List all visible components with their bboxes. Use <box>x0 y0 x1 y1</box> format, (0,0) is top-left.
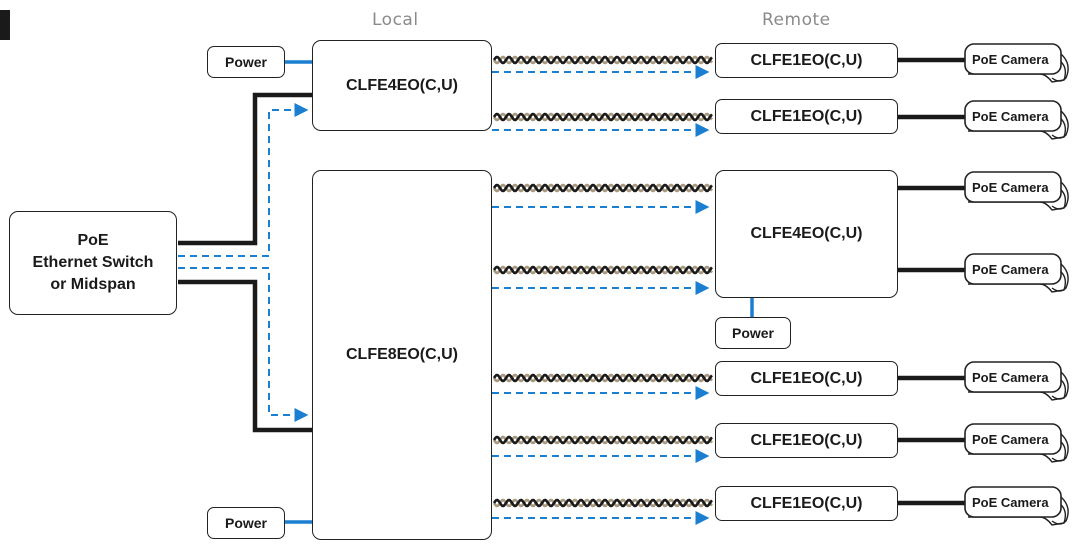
twisted-pair-links <box>492 55 713 508</box>
poe-camera-icon <box>964 486 1069 526</box>
switch-label-line3: or Midspan <box>50 276 136 293</box>
remote-unit-clfe1eo-1: CLFE1EO(C,U) <box>715 43 898 78</box>
copper-link-switch-to-local-8 <box>178 279 312 433</box>
left-edge-mark <box>0 10 10 40</box>
camera-label-3: PoE Camera <box>972 180 1049 195</box>
poe-camera-icon <box>964 253 1069 293</box>
poe-camera-icon <box>964 43 1069 83</box>
local-unit-clfe4eo: CLFE4EO(C,U) <box>312 40 492 131</box>
camera-copper-links <box>898 57 965 506</box>
twisted-pair-link-4 <box>492 265 713 275</box>
poe-camera-icon <box>964 100 1069 140</box>
poe-camera-icon <box>964 171 1069 211</box>
remote-unit-clfe4eo: CLFE4EO(C,U) <box>715 170 898 298</box>
fiber-data-links <box>492 65 710 525</box>
camera-label-7: PoE Camera <box>972 495 1049 510</box>
twisted-pair-link-3 <box>492 183 713 193</box>
camera-label-4: PoE Camera <box>972 262 1049 277</box>
copper-link-switch-to-local-4 <box>178 92 312 246</box>
camera-label-1: PoE Camera <box>972 52 1049 67</box>
local-header: Local <box>372 10 419 30</box>
poe-camera-icon <box>964 361 1069 401</box>
remote-unit-clfe1eo-2: CLFE1EO(C,U) <box>715 99 898 134</box>
power-box-remote-4: Power <box>715 317 791 349</box>
power-box-local-4: Power <box>207 46 285 78</box>
switch-label-line1: PoE <box>77 232 109 249</box>
remote-unit-clfe1eo-5: CLFE1EO(C,U) <box>715 486 898 521</box>
twisted-pair-link-2 <box>492 112 713 122</box>
camera-shapes <box>964 43 1069 526</box>
camera-label-2: PoE Camera <box>972 109 1049 124</box>
power-box-local-8: Power <box>207 507 285 539</box>
camera-label-6: PoE Camera <box>972 432 1049 447</box>
switch-label-line2: Ethernet Switch <box>32 254 154 271</box>
remote-unit-clfe1eo-4: CLFE1EO(C,U) <box>715 423 898 458</box>
remote-unit-clfe1eo-3: CLFE1EO(C,U) <box>715 361 898 396</box>
fiber-link-switch-to-local-4 <box>178 103 309 257</box>
poe-ethernet-switch: PoE Ethernet Switch or Midspan <box>9 211 177 315</box>
poe-camera-icon <box>964 423 1069 463</box>
twisted-pair-link-6 <box>492 435 713 445</box>
camera-label-5: PoE Camera <box>972 370 1049 385</box>
fiber-link-switch-to-local-8 <box>178 267 309 422</box>
twisted-pair-link-1 <box>492 55 713 65</box>
twisted-pair-link-7 <box>492 498 713 508</box>
twisted-pair-link-5 <box>492 373 713 383</box>
remote-header: Remote <box>762 10 831 30</box>
local-unit-clfe8eo: CLFE8EO(C,U) <box>312 170 492 540</box>
